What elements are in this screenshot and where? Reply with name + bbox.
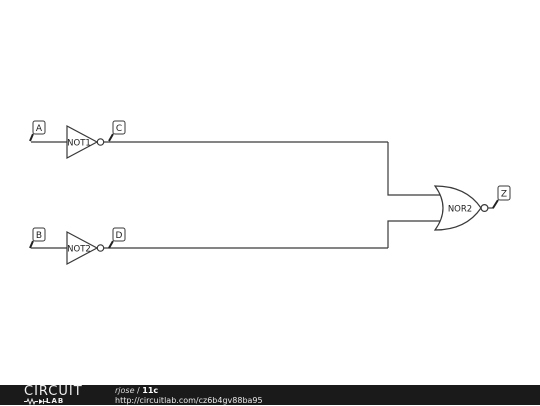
output-z-label: Z (501, 190, 507, 200)
node-c-label-box (112, 120, 126, 135)
not1-bubble (96, 138, 105, 146)
input-b-pin (29, 240, 34, 249)
node-c-pin (108, 133, 114, 142)
author-link[interactable]: rjose (115, 386, 135, 395)
footer-bar: CIRCUIT LAB rjose / 11c http://circuitla… (0, 385, 540, 405)
nor2-bubble (480, 204, 489, 213)
wire-d-to-nor2 (387, 220, 441, 248)
input-b-label: B (36, 231, 42, 241)
input-a-label-box (32, 120, 46, 135)
not2-label: NOT2 (67, 245, 91, 255)
input-b: B (29, 227, 67, 249)
input-a-label: A (36, 124, 43, 134)
node-d-label: D (116, 231, 123, 241)
not1-gate: NOT1 (66, 125, 105, 159)
footer-separator: / (137, 386, 140, 395)
output-z-label-box (497, 185, 511, 201)
output-z-pin (492, 199, 499, 209)
input-a-pin (29, 133, 34, 142)
nor2-gate: NOR2 (433, 185, 489, 231)
nor2-label: NOR2 (448, 205, 472, 215)
input-a: A (29, 120, 67, 143)
not1-label: NOT1 (67, 139, 91, 149)
node-d-label-box (112, 227, 126, 242)
node-c-label: C (116, 124, 122, 134)
footer-info: rjose / 11c http://circuitlab.com/cz6b4g… (115, 386, 263, 406)
node-d: D (104, 227, 388, 249)
not2-bubble (96, 244, 105, 252)
node-d-pin (108, 240, 114, 249)
wire-c-to-nor2 (387, 142, 441, 196)
logo-bottom: LAB (24, 397, 64, 405)
nor2-body (433, 185, 482, 231)
node-c: C (104, 120, 388, 143)
logo-top-text: CIRCUIT (24, 384, 83, 399)
not2-triangle (66, 231, 99, 265)
not2-gate: NOT2 (66, 231, 105, 265)
not1-triangle (66, 125, 99, 159)
circuit-title[interactable]: 11c (142, 386, 159, 395)
circuit-url[interactable]: http://circuitlab.com/cz6b4gv88ba95 (115, 396, 263, 405)
circuitlab-logo: CIRCUIT LAB (24, 385, 94, 405)
logo-bottom-text: LAB (46, 397, 65, 405)
input-b-label-box (32, 227, 46, 242)
output-z: Z (488, 185, 511, 209)
resistor-diode-icon (24, 398, 47, 405)
